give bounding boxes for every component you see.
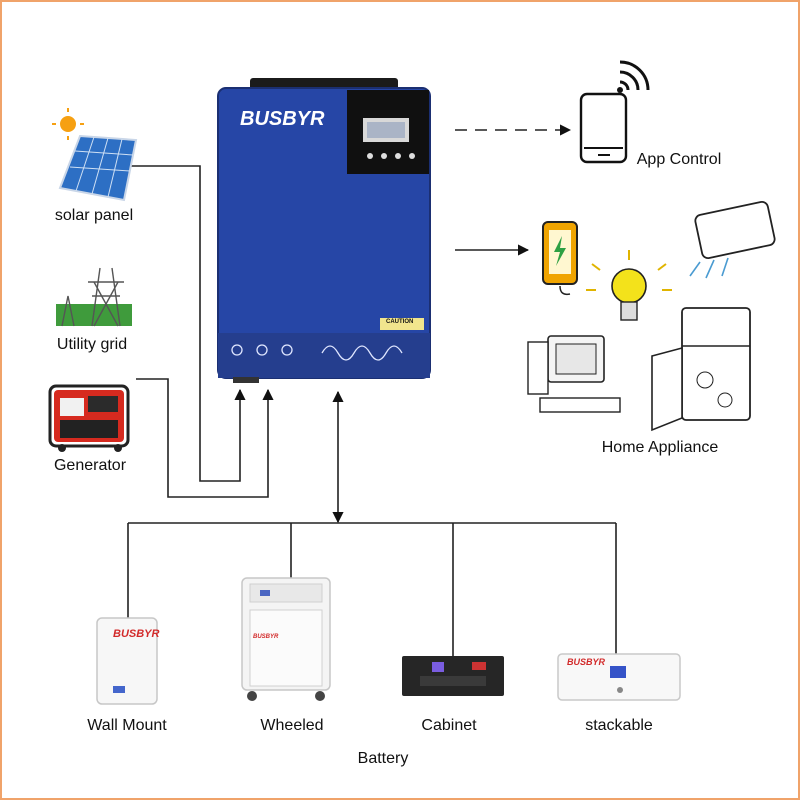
solar-line [128, 165, 246, 482]
caution-label: CAUTION [386, 319, 414, 325]
battery-title: Battery [357, 750, 409, 767]
grid-gen-line [136, 378, 274, 498]
label-generator: Generator [53, 457, 127, 474]
home-appliance-icons [527, 201, 776, 432]
stackable-brand: BUSBYR [567, 657, 606, 667]
label-app-control: App Control [636, 151, 722, 168]
battery-wheeled-icon [241, 577, 331, 701]
source-connectors [127, 124, 617, 656]
label-home-appliance: Home Appliance [601, 439, 719, 456]
battery-stackable-icon [557, 653, 681, 701]
phone-icon [579, 60, 650, 164]
battery-wall-mount-icon [96, 617, 158, 705]
battery-item-label: Wall Mount [87, 717, 167, 734]
label-solar-panel: solar panel [54, 207, 134, 224]
utility-grid-icon [56, 267, 132, 327]
inverter-unit [217, 78, 431, 383]
battery-cabinet-icon [402, 656, 504, 696]
wall-mount-brand: BUSBYR [113, 628, 160, 640]
generator-icon [48, 384, 130, 452]
inverter-brand-logo: BUSBYR [240, 108, 325, 130]
label-utility-grid: Utility grid [56, 336, 128, 353]
solar-panel-icon [52, 108, 138, 202]
battery-item-label: Cabinet [421, 717, 477, 734]
battery-item-label: Wheeled [260, 717, 324, 734]
battery-item-label: stackable [585, 717, 653, 734]
wheeled-brand: BUSBYR [253, 634, 279, 640]
